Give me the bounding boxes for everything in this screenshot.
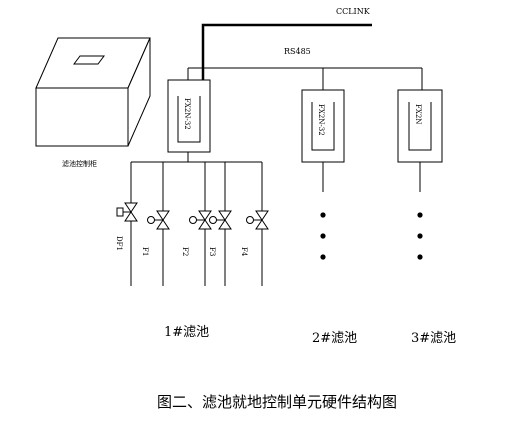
- cabinet-label: 滤池控制柜: [62, 159, 97, 168]
- rs485-bus: [187, 67, 423, 90]
- cclink-label: CCLINK: [336, 7, 371, 16]
- valve-f1-label: F1: [141, 247, 149, 256]
- plc-module-1: [167, 79, 211, 153]
- rs485-label: RS485: [284, 47, 311, 56]
- module-2-output: [320, 162, 326, 260]
- valve-f3: [209, 210, 232, 230]
- module-3-label: FX2N: [414, 104, 422, 124]
- valve-f2: [189, 210, 212, 230]
- valve-df1-label: DF1: [115, 236, 123, 251]
- valve-f4: [246, 210, 269, 230]
- valve-f4-label: F4: [240, 247, 248, 257]
- valve-f3-label: F3: [208, 247, 216, 256]
- pool-3-label: 3#滤池: [411, 331, 456, 346]
- module-1-label: FX2N-32: [183, 98, 191, 130]
- pool-1-label: 1#滤池: [164, 325, 209, 340]
- module-3-output: [417, 162, 423, 260]
- control-cabinet: [35, 37, 151, 147]
- cclink-bus: [201, 23, 372, 80]
- continuation-dot: [417, 233, 423, 239]
- valve-f1: [147, 210, 170, 230]
- continuation-dot: [320, 212, 326, 218]
- valve-df1: [116, 202, 138, 222]
- continuation-dot: [417, 254, 423, 260]
- continuation-dot: [320, 254, 326, 260]
- continuation-dot: [417, 212, 423, 218]
- valve-f2-label: F2: [181, 247, 189, 256]
- continuation-dot: [320, 233, 326, 239]
- pool-2-label: 2#滤池: [312, 331, 357, 346]
- figure-caption: 图二、滤池就地控制单元硬件结构图: [157, 393, 397, 411]
- module-2-label: FX2N-32: [317, 104, 325, 136]
- cabinet-display-window: [73, 55, 105, 65]
- plc-module-3: [397, 89, 443, 163]
